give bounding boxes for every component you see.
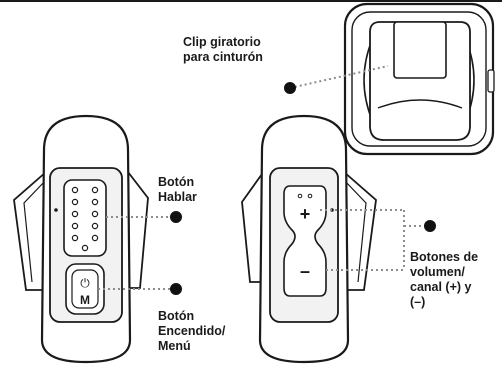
talk-label-line: Botón — [158, 175, 195, 189]
volume-callout-dot — [424, 220, 436, 232]
callout-dots — [170, 82, 436, 295]
talk-button-label: Botón Hablar — [158, 175, 197, 205]
leader-lines — [98, 65, 426, 290]
clip-label-line: Clip giratorio — [183, 35, 261, 49]
plus-glyph: + — [300, 204, 311, 224]
volume-label-line: Botones de — [410, 250, 479, 264]
clip-label: Clip giratorio para cinturón — [183, 35, 263, 65]
talk-label-line: Hablar — [158, 190, 197, 204]
power-symbol-glyph: ⏻ — [80, 276, 90, 290]
volume-label-line: volumen/ — [410, 265, 465, 279]
power-button-label: Botón Encendido/ Menú — [158, 309, 225, 354]
minus-glyph: – — [300, 261, 310, 281]
top-border-line — [0, 0, 502, 2]
clip-label-line: para cinturón — [183, 50, 263, 64]
radio-side-view — [241, 114, 377, 364]
power-label-line: Encendido/ — [158, 324, 226, 338]
talk-button-holes — [71, 186, 99, 252]
menu-letter-glyph: M — [80, 293, 90, 307]
clip-rear-view — [343, 2, 495, 156]
volume-label-line: canal (+) y — [410, 280, 472, 294]
clip-callout-dot — [284, 82, 296, 94]
talk-callout-dot — [170, 211, 182, 223]
radio-front-view — [13, 114, 149, 364]
power-callout-dot — [170, 283, 182, 295]
volume-label-line: (–) — [410, 295, 426, 309]
power-label-line: Menú — [158, 339, 191, 353]
volume-buttons-label: Botones de volumen/ canal (+) y (–) — [410, 250, 478, 310]
power-label-line: Botón — [158, 309, 195, 323]
